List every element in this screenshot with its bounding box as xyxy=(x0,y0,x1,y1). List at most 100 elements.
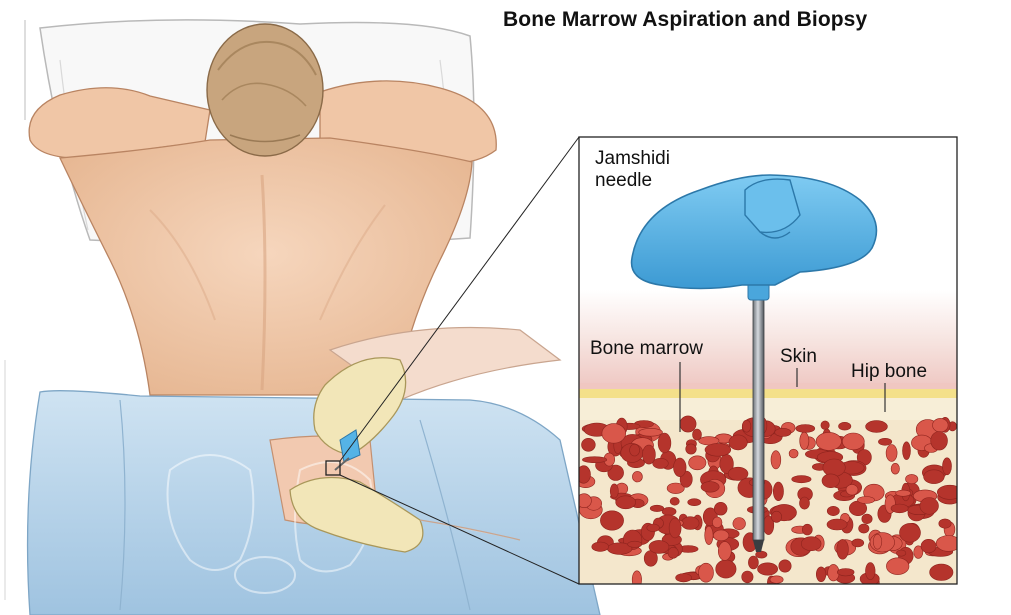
marrow-blob xyxy=(921,539,936,553)
marrow-blob xyxy=(920,498,939,515)
marrow-blob xyxy=(758,563,778,575)
marrow-blob xyxy=(821,421,829,430)
marrow-blob xyxy=(592,542,609,551)
marrow-blob xyxy=(842,433,864,450)
marrow-blob xyxy=(866,563,876,580)
marrow-blob xyxy=(857,497,874,504)
marrow-blob xyxy=(789,449,798,458)
marrow-blob xyxy=(649,540,669,553)
marrow-blob xyxy=(701,482,719,493)
marrow-blob xyxy=(748,556,758,569)
marrow-blob xyxy=(931,432,948,451)
marrow-blob xyxy=(699,563,714,582)
marrow-blob xyxy=(827,506,839,515)
head xyxy=(207,24,323,156)
marrow-blob xyxy=(924,470,945,484)
marrow-blob xyxy=(653,458,669,468)
marrow-blob xyxy=(632,571,641,589)
marrow-blob xyxy=(689,456,706,470)
needle-shaft xyxy=(753,296,764,540)
marrow-blob xyxy=(943,458,952,475)
marrow-blob xyxy=(896,550,906,556)
marrow-blob xyxy=(742,571,753,583)
marrow-blob xyxy=(823,459,845,476)
marrow-blob xyxy=(718,542,731,561)
marrow-blob xyxy=(681,517,699,530)
marrow-blob xyxy=(827,519,847,530)
marrow-blob xyxy=(686,444,697,454)
marrow-blob xyxy=(896,490,911,496)
marrow-blob xyxy=(650,505,664,511)
marrow-blob xyxy=(693,429,702,440)
marrow-blob xyxy=(800,497,810,509)
marrow-blob xyxy=(939,519,951,528)
marrow-blob xyxy=(792,476,811,483)
marrow-blob xyxy=(582,438,596,451)
label-needle-line2: needle xyxy=(595,170,670,192)
marrow-blob xyxy=(676,574,692,582)
marrow-blob xyxy=(639,428,663,436)
marrow-blob xyxy=(900,523,921,542)
marrow-blob xyxy=(668,547,678,558)
label-bone-marrow: Bone marrow xyxy=(590,338,703,360)
marrow-blob xyxy=(779,560,791,572)
marrow-blob xyxy=(713,530,729,541)
marrow-blob xyxy=(602,424,626,444)
marrow-blob xyxy=(837,569,854,576)
marrow-blob xyxy=(729,435,747,450)
marrow-blob xyxy=(837,539,849,559)
marrow-blob xyxy=(688,499,701,506)
fat-layer xyxy=(579,389,957,398)
marrow-blob xyxy=(674,458,687,477)
marrow-blob xyxy=(852,539,864,547)
marrow-blob xyxy=(891,504,908,513)
marrow-blob xyxy=(714,502,727,515)
patient-scene xyxy=(5,20,600,615)
marrow-blob xyxy=(816,432,841,450)
marrow-blob xyxy=(630,444,640,456)
marrow-blob xyxy=(878,438,891,445)
marrow-blob xyxy=(733,518,746,530)
marrow-blob xyxy=(800,432,809,449)
marrow-blob xyxy=(859,524,869,533)
label-jamshidi-needle: Jamshidi needle xyxy=(595,148,670,192)
marrow-blob xyxy=(886,558,909,575)
skin-layer xyxy=(579,383,957,389)
marrow-blob xyxy=(937,485,962,499)
marrow-blob xyxy=(891,463,899,474)
label-needle-line1: Jamshidi xyxy=(595,148,670,170)
marrow-blob xyxy=(771,451,781,469)
marrow-blob xyxy=(662,507,676,515)
label-hip-bone: Hip bone xyxy=(851,361,927,383)
marrow-blob xyxy=(616,496,636,509)
marrow-blob xyxy=(582,457,606,463)
marrow-blob xyxy=(873,534,882,549)
marrow-blob xyxy=(647,524,660,532)
hip-bone-cortex xyxy=(579,398,957,420)
marrow-blob xyxy=(930,564,953,580)
marrow-blob xyxy=(680,416,696,432)
marrow-blob xyxy=(628,541,642,547)
marrow-blob xyxy=(756,551,767,558)
marrow-blob xyxy=(773,482,783,501)
marrow-blob xyxy=(600,511,623,530)
label-skin: Skin xyxy=(780,346,817,368)
marrow-blob xyxy=(796,425,815,433)
marrow-blob xyxy=(933,418,949,432)
marrow-blob xyxy=(846,485,858,496)
marrow-blob xyxy=(903,442,911,460)
marrow-blob xyxy=(610,484,618,498)
marrow-blob xyxy=(771,511,781,522)
marrow-blob xyxy=(866,421,888,433)
marrow-blob xyxy=(705,443,731,456)
marrow-blob xyxy=(669,518,681,538)
marrow-blob xyxy=(742,420,751,432)
marrow-blob xyxy=(775,428,791,436)
marrow-blob xyxy=(632,471,642,482)
marrow-blob xyxy=(906,474,918,483)
marrow-blob xyxy=(886,445,897,462)
diagram-title: Bone Marrow Aspiration and Biopsy xyxy=(503,8,867,32)
marrow-blob xyxy=(712,517,722,528)
